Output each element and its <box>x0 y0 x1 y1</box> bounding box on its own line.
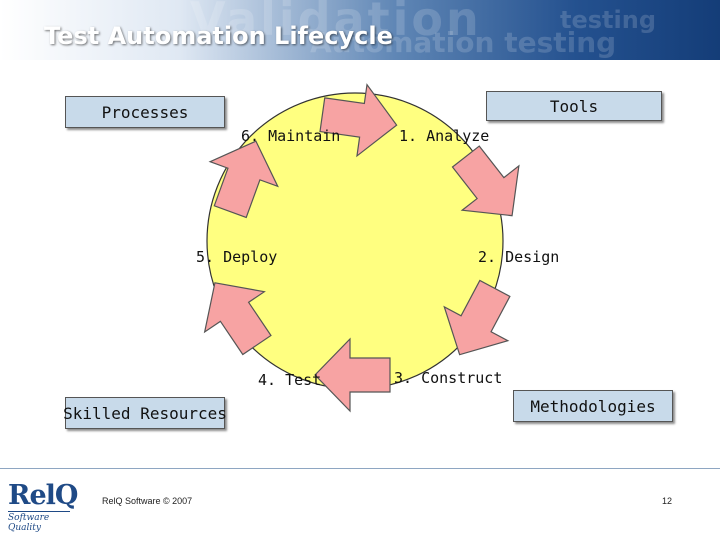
cycle-arrow-lower-left <box>203 282 272 356</box>
logo-tagline: Software Quality <box>8 511 70 533</box>
cycle-arrow-bottom <box>314 337 391 413</box>
processes-box: Processes <box>65 96 225 128</box>
logo-wordmark: RelQ <box>8 480 78 511</box>
step-deploy: 5. Deploy <box>196 248 278 266</box>
methodologies-box: Methodologies <box>513 390 673 422</box>
cycle-arrow-upper-right <box>451 145 520 217</box>
banner-watermark: Automation testing <box>310 26 617 59</box>
relq-logo: RelQ Software Quality <box>8 480 78 533</box>
page-number: 12 <box>662 496 673 506</box>
slide-title: Test Automation Lifecycle <box>44 22 393 50</box>
banner-watermark: testing <box>560 6 656 34</box>
cycle-arrow-lower-right <box>443 279 511 356</box>
step-test: 4. Test <box>258 371 322 389</box>
step-maintain: 6. Maintain <box>241 127 341 145</box>
footer-divider <box>0 468 720 469</box>
copyright-text: RelQ Software © 2007 <box>102 496 193 506</box>
tools-box: Tools <box>486 91 662 121</box>
cycle-arrow-upper-left <box>208 140 279 219</box>
title-banner: Validation Automation testing testing <box>0 0 720 60</box>
skilled-resources-box: Skilled Resources <box>63 397 227 429</box>
step-design: 2. Design <box>478 248 560 266</box>
step-analyze: 1. Analyze <box>399 127 490 145</box>
cycle-arrow-top <box>319 83 398 158</box>
step-construct: 3. Construct <box>394 369 503 387</box>
banner-watermark: Validation <box>190 0 482 46</box>
